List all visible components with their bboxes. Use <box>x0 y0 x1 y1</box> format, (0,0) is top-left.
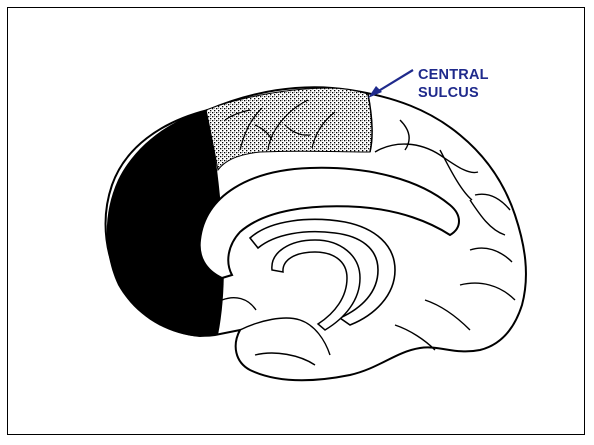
central-sulcus-label-line2: SULCUS <box>418 84 489 102</box>
central-sulcus-label-line1: CENTRAL <box>418 66 489 84</box>
central-sulcus-label: CENTRAL SULCUS <box>418 66 489 102</box>
